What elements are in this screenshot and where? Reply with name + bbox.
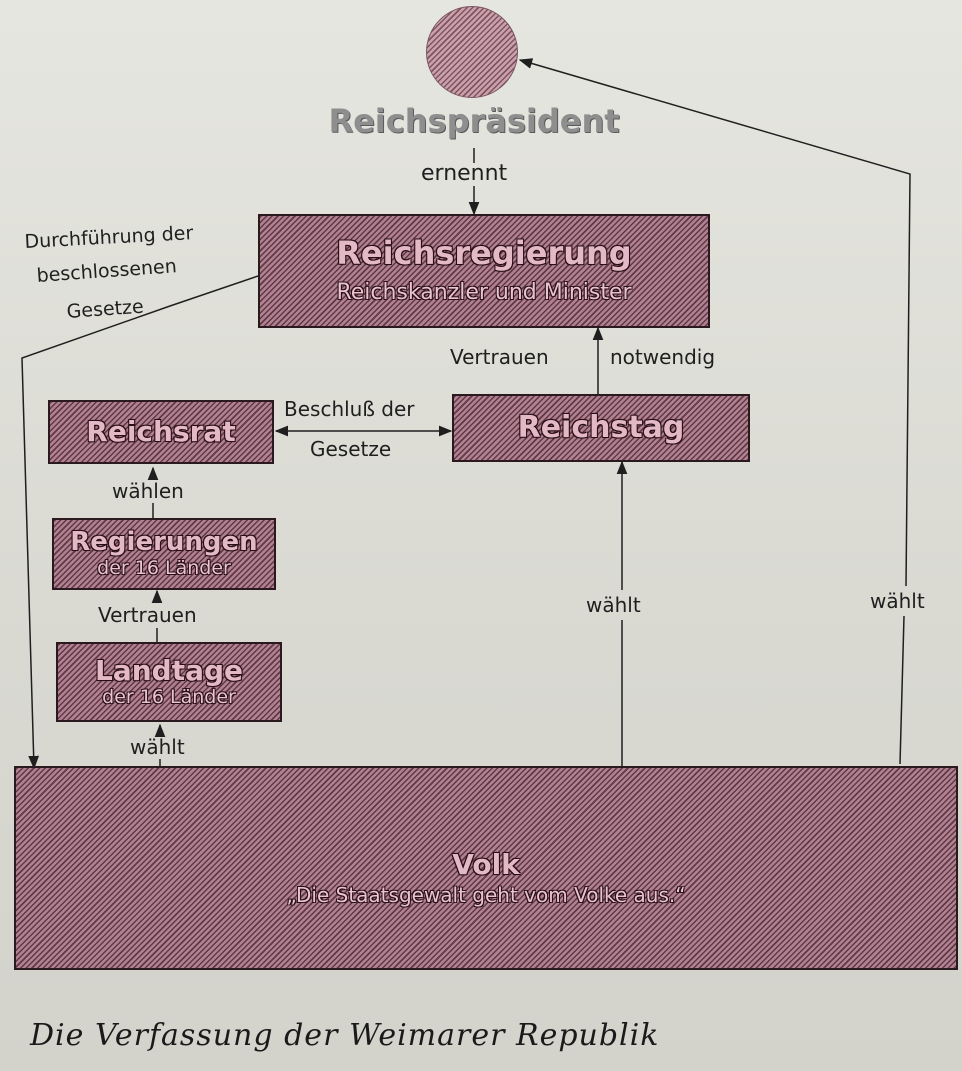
- state-parliaments-subtitle: der 16 Länder: [102, 686, 236, 709]
- label-elects-president: wählt: [870, 589, 925, 613]
- state-governments-subtitle: der 16 Länder: [97, 557, 231, 580]
- state-governments-title: Regierungen: [70, 526, 258, 557]
- government-box: Reichsregierung Reichskanzler und Minist…: [258, 214, 710, 328]
- reichsrat-title: Reichsrat: [86, 415, 236, 449]
- label-laws-2: Gesetze: [310, 437, 392, 461]
- edge-people-president: [899, 615, 905, 765]
- edge-people-president-upper: [518, 58, 911, 587]
- label-confidence-states: Vertrauen: [98, 603, 197, 627]
- state-governments-box: Regierungen der 16 Länder: [52, 518, 276, 590]
- people-subtitle: „Die Staatsgewalt geht vom Volke aus.“: [286, 882, 686, 907]
- reichstag-box: Reichstag: [452, 394, 750, 462]
- government-subtitle: Reichskanzler und Minister: [336, 279, 632, 305]
- label-elects-landtage: wählt: [130, 735, 185, 759]
- president-circle: [426, 6, 518, 98]
- label-laws-1: Beschluß der: [284, 397, 415, 421]
- president-title: Reichspräsident: [328, 102, 620, 140]
- edge-government-people: [21, 275, 259, 770]
- label-elects-reichstag: wählt: [586, 593, 641, 617]
- figure-caption: Die Verfassung der Weimarer Republik: [30, 1018, 660, 1053]
- state-parliaments-box: Landtage der 16 Länder: [56, 642, 282, 722]
- people-box: Volk „Die Staatsgewalt geht vom Volke au…: [14, 766, 958, 970]
- government-title: Reichsregierung: [336, 234, 632, 273]
- reichstag-title: Reichstag: [517, 410, 685, 446]
- label-elect-reichsrat: wählen: [112, 479, 184, 503]
- label-confidence-left: Vertrauen: [450, 345, 549, 369]
- label-appoints: ernennt: [421, 161, 508, 186]
- label-confidence-right: notwendig: [610, 345, 716, 369]
- people-title: Volk: [452, 848, 520, 882]
- reichsrat-box: Reichsrat: [48, 400, 274, 464]
- state-parliaments-title: Landtage: [94, 653, 244, 687]
